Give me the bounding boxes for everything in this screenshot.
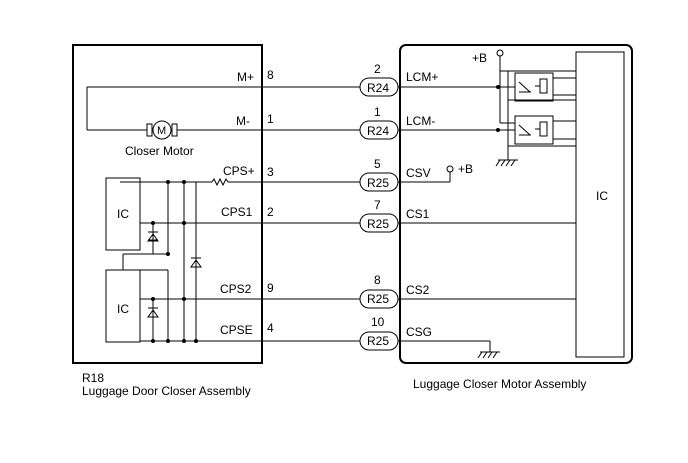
connector-code: R25: [367, 217, 389, 231]
left-pin-label: CPS1: [221, 205, 253, 219]
right-pin-number: 8: [374, 273, 381, 287]
left-pin-number: 3: [267, 165, 274, 179]
left-pin-label: CPSE: [220, 323, 253, 337]
zener-diode-icon: [190, 257, 202, 268]
left-assembly-box: [72, 44, 263, 364]
left-ic-upper: [105, 177, 141, 251]
zener-diode-icon: [147, 307, 159, 318]
junction-dots: [151, 85, 500, 343]
zener-diode-icon: [147, 231, 159, 242]
motor-symbol-label: M: [157, 125, 166, 137]
left-pin-number: 4: [267, 321, 274, 335]
csv-power-icon: [446, 165, 454, 182]
resistor-icon: [211, 177, 230, 187]
closer-motor-label: Closer Motor: [125, 144, 194, 158]
relay-power-label: +B: [472, 51, 487, 65]
right-ic-label: IC: [596, 189, 608, 203]
right-pin-label: CS2: [406, 283, 430, 297]
connector-code: R24: [367, 124, 389, 138]
relay-internal-wiring: [498, 70, 576, 160]
left-ic-lower-label: IC: [117, 302, 129, 316]
relay-icon: [514, 72, 554, 102]
right-pin-number: 1: [374, 105, 381, 119]
left-connector-code: R18: [82, 371, 104, 385]
right-pin-label: CSG: [406, 325, 432, 339]
right-pin-label: CSV: [406, 166, 431, 180]
connector-code: R25: [367, 176, 389, 190]
right-pin-label: LCM+: [406, 70, 438, 84]
row-labels: M+ 8 2 R24 LCM+ M- 1 1 R24 LCM- CPS+ 3 5…: [220, 62, 438, 348]
left-pin-label: M-: [236, 114, 250, 128]
relay-power-icon: [496, 49, 504, 71]
right-pin-number: 5: [374, 157, 381, 171]
right-pin-label: CS1: [406, 207, 430, 221]
left-pin-number: 1: [267, 112, 274, 126]
right-pin-number: 7: [374, 198, 381, 212]
right-pin-number: 10: [371, 315, 385, 329]
right-pin-number: 2: [374, 62, 381, 76]
left-pin-number: 9: [267, 281, 274, 295]
connector-code: R24: [367, 81, 389, 95]
left-assembly-name: Luggage Door Closer Assembly: [82, 384, 251, 398]
right-pin-label: LCM-: [406, 114, 435, 128]
ground-icon: [477, 341, 500, 359]
left-pin-label: CPS+: [223, 164, 255, 178]
left-ic-upper-label: IC: [117, 207, 129, 221]
right-assembly-name: Luggage Closer Motor Assembly: [413, 377, 586, 391]
left-pin-label: M+: [237, 70, 254, 84]
left-pin-label: CPS2: [220, 282, 252, 296]
connector-code: R25: [367, 292, 389, 306]
right-ic-block: [575, 51, 625, 358]
relay-icon: [514, 115, 554, 145]
closer-motor-icon: M: [146, 120, 178, 140]
ground-icon: [495, 159, 518, 167]
sensor-internal-wiring: [122, 181, 212, 342]
left-pin-number: 2: [267, 205, 274, 219]
connector-capsules: [359, 77, 399, 351]
connector-code: R25: [367, 334, 389, 348]
left-pin-number: 8: [267, 68, 274, 82]
csv-power-label: +B: [458, 162, 473, 176]
wire-group: [86, 86, 576, 342]
right-assembly-box: [399, 44, 633, 364]
